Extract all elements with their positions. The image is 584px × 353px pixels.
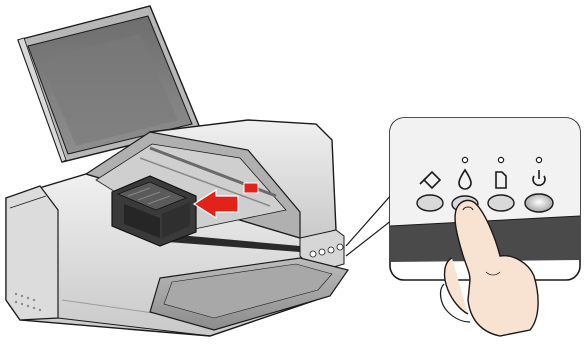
paper-feed-button[interactable] — [416, 170, 444, 212]
power-indicator-light — [535, 156, 543, 164]
power-icon — [532, 170, 546, 187]
red-target-mark — [243, 182, 259, 194]
paper-reload-icon — [419, 170, 442, 190]
zoomed-control-panel — [389, 117, 581, 337]
ink-indicator-light — [461, 156, 469, 164]
ink-cartridges — [111, 175, 197, 247]
printer-output-tray — [149, 257, 349, 331]
ink-drop-icon — [458, 168, 472, 190]
printer — [5, 5, 349, 337]
paper-indicator-light — [497, 156, 505, 164]
paper-icon — [495, 171, 507, 189]
paper-out-button[interactable] — [487, 156, 515, 212]
pressing-hand — [439, 199, 539, 337]
red-direction-arrow — [192, 182, 259, 220]
power-button[interactable] — [524, 156, 554, 213]
printer-lid — [17, 5, 201, 163]
zoom-callout-lines — [345, 193, 393, 257]
